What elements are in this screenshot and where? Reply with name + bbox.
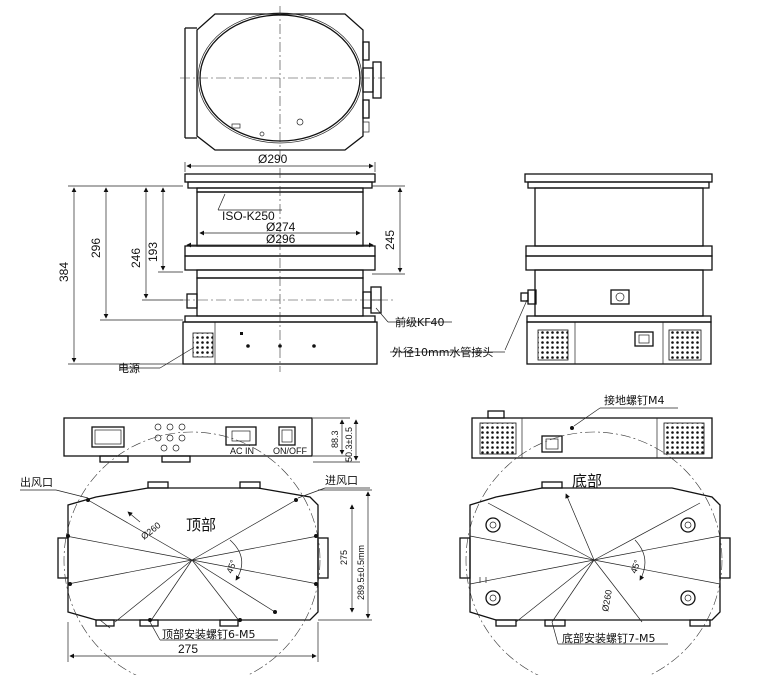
dim-dia-290: Ø290	[258, 152, 288, 166]
ac-in-label: AC IN	[230, 446, 254, 456]
dim-height-246: 246	[129, 248, 143, 268]
flange-label: ISO-K250	[222, 209, 275, 223]
top-face-title: 顶部	[186, 516, 216, 534]
bottom-face-title: 底部	[572, 472, 602, 490]
power-label: 电源	[118, 361, 140, 375]
air-inlet-label: 进风口	[325, 474, 358, 487]
dim-height-245: 245	[383, 230, 397, 250]
dim-dia-274: Ø274	[266, 220, 296, 234]
top-view-pump	[180, 6, 385, 158]
top-screws-label: 顶部安装螺钉6-M5	[162, 627, 255, 641]
dim-top-289: 289.5±0.5mm	[356, 545, 366, 600]
dim-controller-50: 50.3±0.5	[344, 427, 354, 462]
foreline-label: 前级KF40	[395, 315, 445, 329]
side-view-pump	[390, 173, 713, 365]
dim-top-275-vertical: 275	[339, 550, 349, 565]
dim-controller-88: 88.3	[330, 430, 340, 448]
on-off-label: ON/OFF	[273, 446, 307, 456]
top-face-angle: 45°	[224, 558, 238, 575]
dim-height-384: 384	[57, 262, 71, 282]
front-view-pump	[68, 162, 452, 372]
bottom-face-angle: 45°	[628, 558, 642, 575]
bottom-face-diameter: Ø260	[600, 589, 614, 612]
dim-dia-296: Ø296	[266, 232, 296, 246]
dim-height-193: 193	[146, 242, 160, 262]
bottom-face-view	[459, 431, 731, 675]
bottom-screws-label: 底部安装螺钉7-M5	[562, 631, 655, 645]
top-face-diameter: Ø260	[139, 520, 163, 541]
water-connector-label: 外径10mm水管接头	[392, 345, 493, 359]
ground-screw-label: 接地螺钉M4	[604, 394, 665, 407]
controller-rear-view	[471, 407, 713, 459]
dim-top-275-horizontal: 275	[178, 642, 198, 656]
dim-height-296: 296	[89, 238, 103, 258]
controller-front-view	[63, 417, 360, 463]
top-face-view	[20, 431, 372, 675]
air-outlet-label: 出风口	[20, 475, 53, 489]
